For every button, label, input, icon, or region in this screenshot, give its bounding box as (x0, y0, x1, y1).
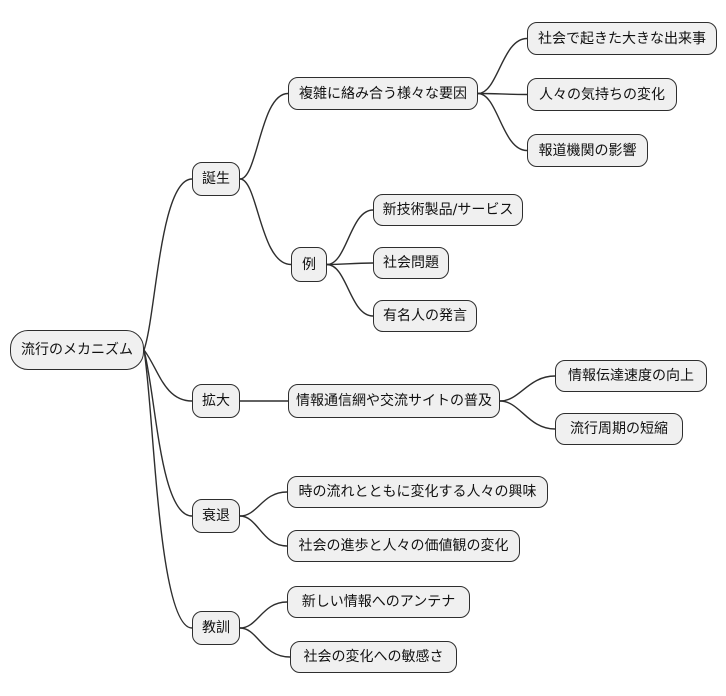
node-birth: 誕生 (192, 162, 240, 196)
connector-lessons-sensitivity (239, 627, 291, 658)
node-root-mechanism-of-trends: 流行のメカニズム (10, 330, 144, 370)
connector-factors-feelings (477, 92, 528, 96)
node-shorter-trend-cycles: 流行周期の短縮 (555, 413, 683, 445)
node-spread-of-networks-and-sns: 情報通信網や交流サイトの普及 (288, 384, 500, 418)
connector-root-expansion (143, 349, 193, 402)
node-faster-information-transfer: 情報伝達速度の向上 (555, 360, 707, 392)
node-change-in-peoples-feelings: 人々の気持ちの変化 (527, 78, 677, 111)
connector-root-birth (143, 178, 193, 351)
connector-networks-cycle (499, 400, 556, 430)
node-major-social-events: 社会で起きた大きな出来事 (527, 22, 717, 55)
connector-examples-tech (326, 209, 374, 266)
node-decline: 衰退 (192, 499, 240, 533)
node-intertwined-factors: 複雑に絡み合う様々な要因 (288, 77, 478, 110)
connector-examples-issues (326, 262, 374, 266)
connector-factors-media (477, 92, 528, 152)
node-changing-interests-over-time: 時の流れとともに変化する人々の興味 (287, 476, 548, 508)
node-progress-and-changing-values: 社会の進歩と人々の価値観の変化 (287, 530, 520, 562)
node-new-tech-products-services: 新技術製品/サービス (373, 194, 523, 226)
connector-birth-examples (239, 178, 292, 266)
connector-examples-celebrity (326, 263, 374, 317)
node-lessons: 教訓 (192, 611, 240, 645)
connector-root-decline (143, 349, 193, 517)
node-examples: 例 (291, 247, 327, 282)
connector-decline-values (239, 515, 288, 547)
connector-networks-speed (499, 375, 556, 402)
node-media-influence: 報道機関の影響 (527, 134, 648, 167)
node-expansion: 拡大 (192, 384, 240, 418)
connector-decline-interests (239, 491, 288, 517)
node-sensitivity-to-social-change: 社会の変化への敏感さ (290, 641, 457, 673)
node-antenna-for-new-information: 新しい情報へのアンテナ (287, 586, 470, 618)
node-celebrity-statements: 有名人の発言 (373, 300, 477, 332)
connector-lessons-antenna (239, 601, 288, 629)
connector-birth-factors (239, 92, 289, 180)
node-social-issues: 社会問題 (373, 247, 449, 279)
connector-factors-events (477, 37, 528, 95)
connector-root-lessons (143, 349, 193, 629)
